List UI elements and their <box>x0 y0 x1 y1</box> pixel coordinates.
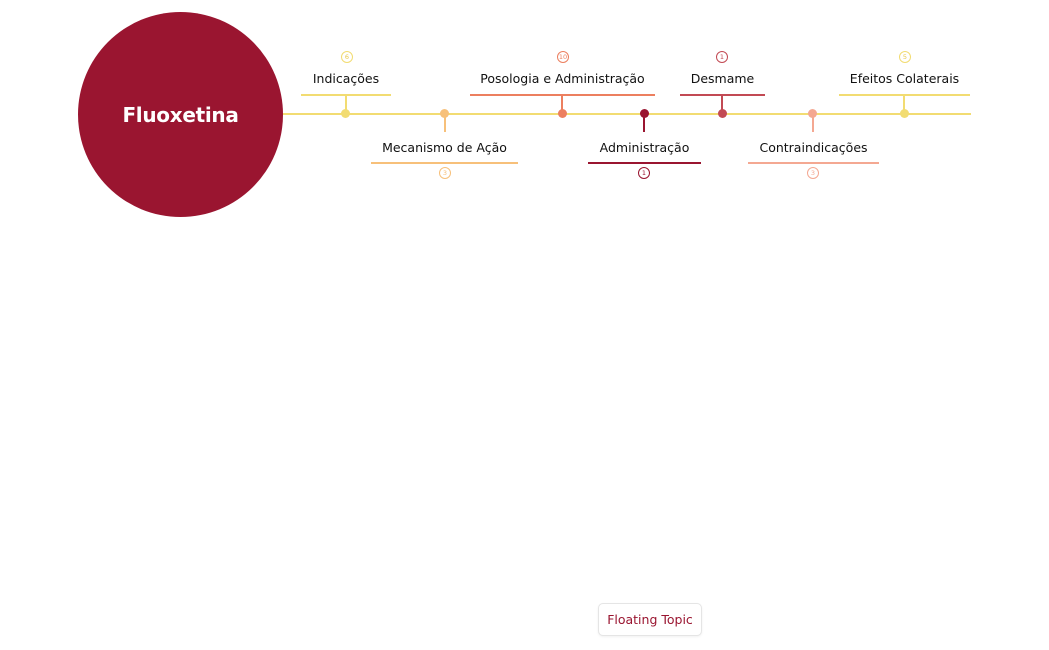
branch-stem <box>812 115 814 132</box>
topic-count-badge[interactable]: 10 <box>557 51 569 63</box>
branch-node <box>808 109 817 118</box>
topic-mecanismo-de-acao[interactable]: Mecanismo de Ação <box>382 140 507 155</box>
branch-node <box>718 109 727 118</box>
floating-topic[interactable]: Floating Topic <box>598 603 702 636</box>
branch-node <box>900 109 909 118</box>
topic-contraindicacoes[interactable]: Contraindicações <box>759 140 868 155</box>
topic-desmame[interactable]: Desmame <box>690 71 755 86</box>
topic-underline <box>748 162 879 164</box>
topic-efeitos-colaterais[interactable]: Efeitos Colaterais <box>849 71 960 86</box>
branch-stem <box>903 95 905 113</box>
topic-posologia-e-administracao[interactable]: Posologia e Administração <box>480 71 645 86</box>
topic-count-badge[interactable]: 3 <box>439 167 451 179</box>
branch-stem <box>345 95 347 113</box>
central-topic[interactable]: Fluoxetina <box>78 12 283 217</box>
topic-count-badge[interactable]: 5 <box>899 51 911 63</box>
topic-count-badge[interactable]: 3 <box>807 167 819 179</box>
branch-node <box>440 109 449 118</box>
branch-stem <box>721 95 723 113</box>
topic-underline <box>371 162 518 164</box>
main-branch-line <box>283 113 971 115</box>
branch-stem <box>643 115 645 132</box>
topic-count-badge[interactable]: 1 <box>716 51 728 63</box>
branch-stem <box>444 115 446 132</box>
topic-indicacoes[interactable]: Indicações <box>312 71 380 86</box>
topic-count-badge[interactable]: 6 <box>341 51 353 63</box>
branch-node <box>558 109 567 118</box>
topic-administracao[interactable]: Administração <box>599 140 690 155</box>
branch-node <box>341 109 350 118</box>
topic-count-badge[interactable]: 1 <box>638 167 650 179</box>
branch-stem <box>561 95 563 113</box>
topic-underline <box>588 162 701 164</box>
branch-node <box>640 109 649 118</box>
